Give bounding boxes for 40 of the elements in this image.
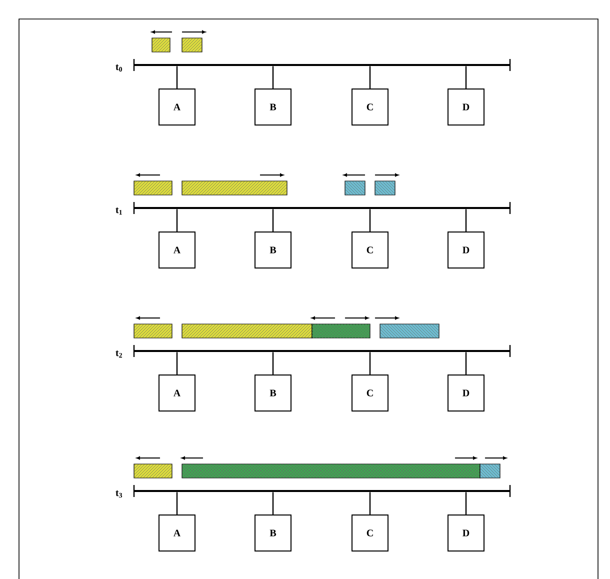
drop-line	[176, 352, 178, 374]
drop-line	[272, 209, 274, 232]
station-box: A	[158, 232, 196, 268]
station-box: A	[158, 88, 196, 126]
time-label: t$_{0}$	[116, 64, 122, 72]
drop-line	[176, 66, 178, 88]
time-label: t$_{2}$	[116, 350, 122, 358]
station-box: D	[448, 232, 484, 268]
station-box: D	[448, 88, 484, 126]
bus-line	[133, 58, 511, 72]
drop-line	[272, 66, 274, 88]
station-box: D	[448, 374, 484, 412]
drop-line	[369, 352, 371, 374]
station-box: D	[448, 514, 484, 552]
station-box: C	[352, 374, 388, 412]
drop-line	[369, 492, 371, 514]
station-box: C	[352, 232, 388, 268]
time-label: t$_{3}$	[116, 490, 122, 498]
bus-line	[133, 484, 511, 498]
drop-line	[465, 66, 467, 88]
drop-line	[369, 209, 371, 232]
drop-line	[465, 209, 467, 232]
drop-line	[176, 492, 178, 514]
time-label: t$_{1}$	[116, 207, 122, 215]
station-box: C	[352, 88, 388, 126]
drop-line	[369, 66, 371, 88]
drop-line	[272, 352, 274, 374]
drop-line	[272, 492, 274, 514]
station-box: B	[254, 232, 292, 268]
station-box: B	[254, 88, 292, 126]
bus-line	[133, 344, 511, 358]
station-box: B	[254, 514, 292, 552]
station-box: A	[158, 514, 196, 552]
drop-line	[465, 492, 467, 514]
bus-line	[133, 201, 511, 215]
station-box: A	[158, 374, 196, 412]
drop-line	[465, 352, 467, 374]
station-box: B	[254, 374, 292, 412]
drop-line	[176, 209, 178, 232]
station-box: C	[352, 514, 388, 552]
